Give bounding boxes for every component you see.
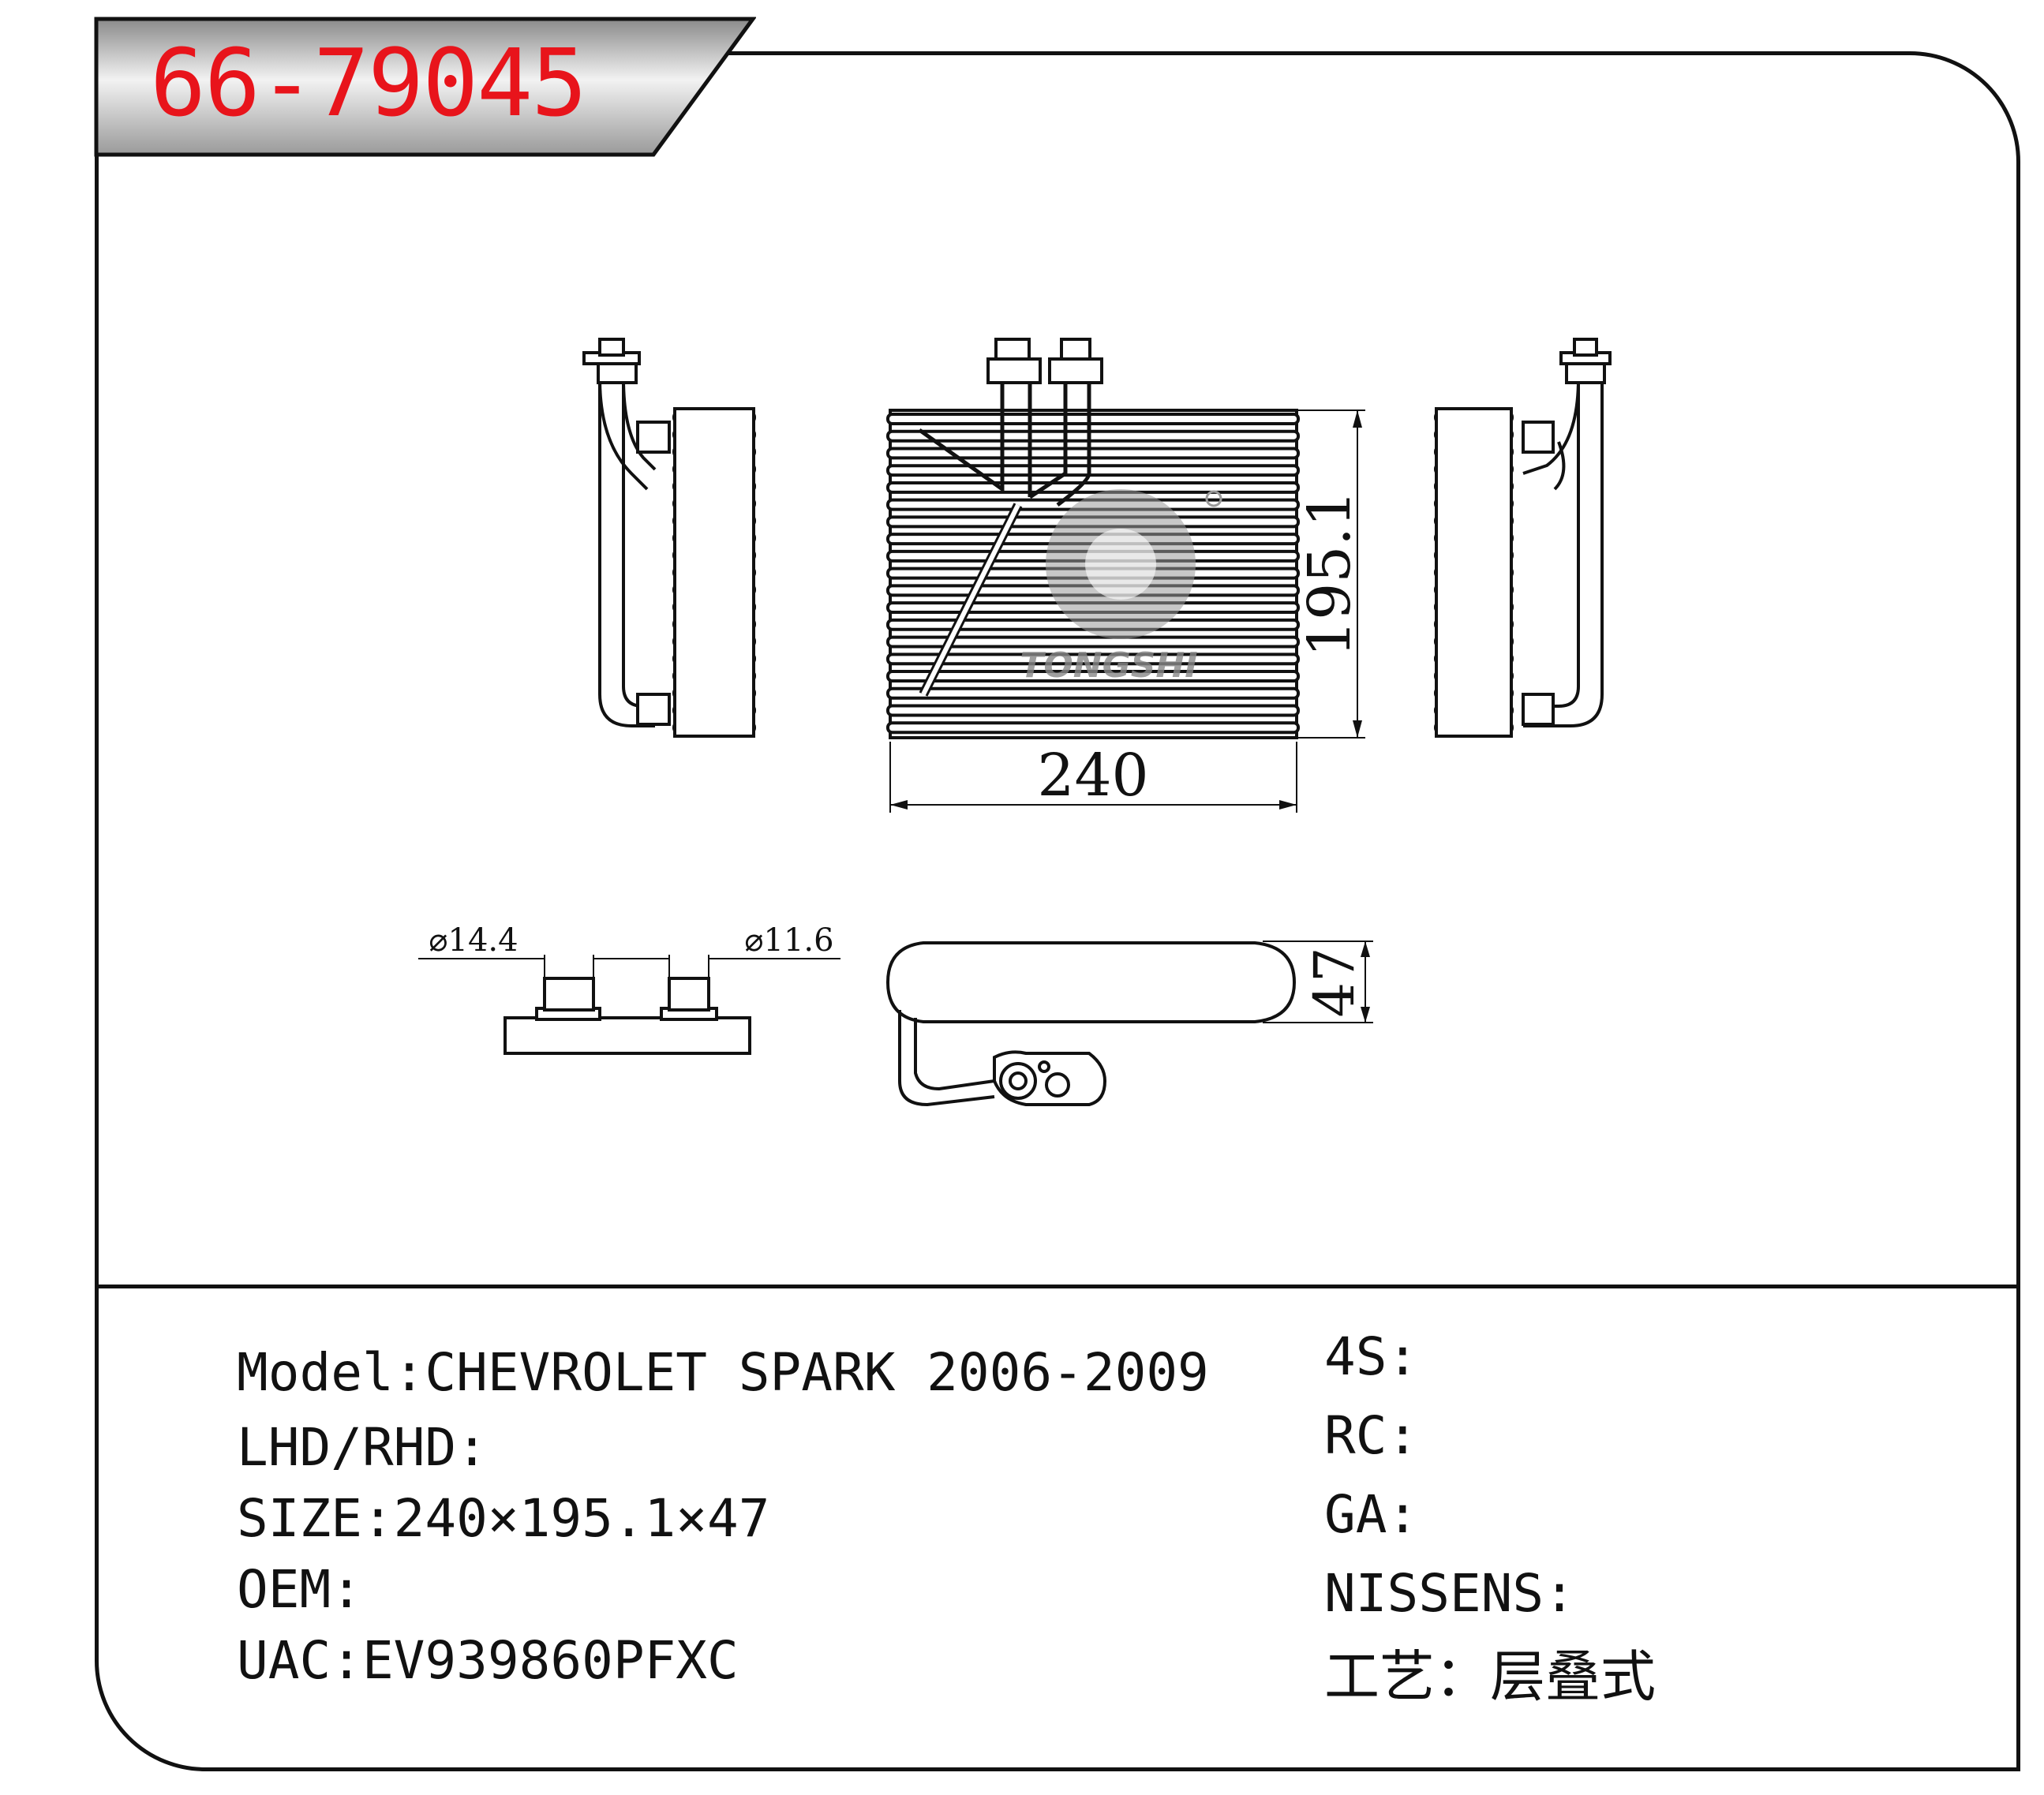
spec-rc: RC: xyxy=(1324,1405,1419,1466)
fin-plate xyxy=(886,464,1300,477)
fin-plate xyxy=(886,413,1300,425)
section-divider xyxy=(95,1285,2020,1288)
fin-plate xyxy=(886,447,1300,460)
depth-dimension-label: 47 xyxy=(1302,947,1367,1017)
front-fin-stack xyxy=(886,413,1300,735)
fin-plate xyxy=(886,721,1300,735)
part-number-title: 66-79045 xyxy=(150,28,587,137)
height-dimension-label: 195.1 xyxy=(1296,490,1364,657)
title-tab xyxy=(94,17,756,157)
fin-plate xyxy=(886,481,1300,494)
fin-plate xyxy=(886,704,1300,717)
right-side-view xyxy=(1434,338,1612,738)
outer-frame xyxy=(95,51,2020,1771)
watermark-text: TONGSHI xyxy=(1020,645,1197,686)
spec-uac: UAC:EV939860PFXC xyxy=(237,1630,739,1691)
inlet-diameter-label: ⌀14.4 xyxy=(429,922,518,959)
spec-4s: 4S: xyxy=(1324,1326,1419,1387)
spec-process: 工艺：层叠式 xyxy=(1324,1644,1656,1709)
spec-oem: OEM: xyxy=(237,1559,362,1620)
fin-plate xyxy=(886,635,1300,649)
depth-view xyxy=(885,941,1373,1107)
spec-lhd-rhd: LHD/RHD: xyxy=(237,1417,488,1478)
spec-nissens: NISSENS: xyxy=(1324,1563,1575,1624)
width-dimension-label: 240 xyxy=(1037,742,1148,810)
technical-drawing: TONGSHI xyxy=(418,338,1612,1107)
fin-plate xyxy=(886,429,1300,443)
spec-size: SIZE:240×195.1×47 xyxy=(237,1488,770,1549)
left-side-view xyxy=(582,338,756,738)
fin-plate xyxy=(886,653,1300,666)
outlet-diameter-label: ⌀11.6 xyxy=(744,922,833,959)
fin-plate xyxy=(886,686,1300,700)
watermark-logo xyxy=(1046,489,1222,639)
spec-ga: GA: xyxy=(1324,1484,1419,1545)
front-view: TONGSHI xyxy=(886,338,1365,813)
flange-detail xyxy=(418,955,840,1055)
spec-model: Model:CHEVROLET SPARK 2006-2009 xyxy=(237,1342,1209,1403)
fin-plate xyxy=(886,670,1300,683)
